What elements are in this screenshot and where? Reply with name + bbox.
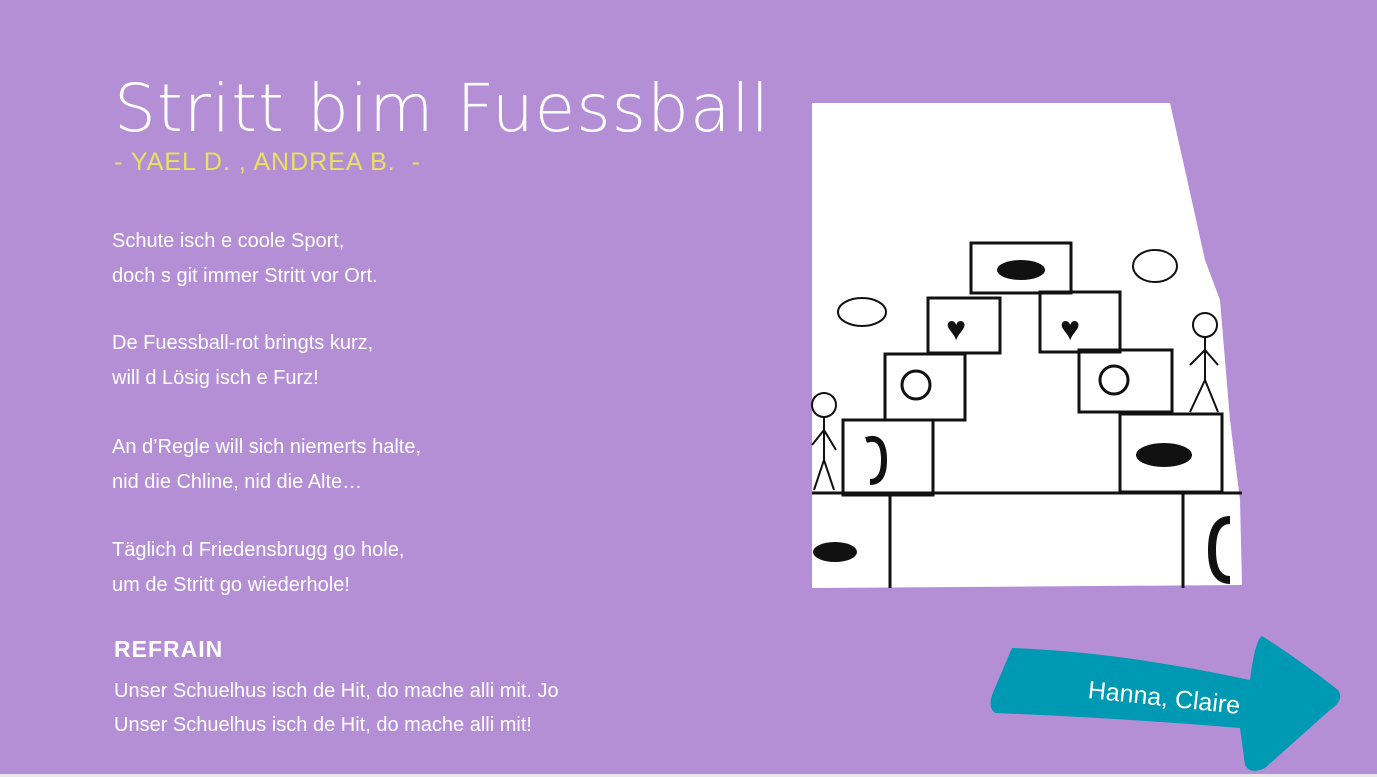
- lips-icon: [813, 542, 857, 562]
- lightbulb-icon: [1098, 364, 1130, 396]
- verse-line: An d’Regle will sich niemerts halte,: [112, 436, 422, 458]
- verse-line: nid die Chline, nid die Alte…: [112, 471, 363, 493]
- verse-3: An d’Regle will sich niemerts halte, nid…: [112, 430, 421, 500]
- heart-icon: ♥: [946, 310, 966, 348]
- lips-icon: [1136, 443, 1192, 467]
- stick-figure-left: [811, 297, 887, 491]
- ear-icon: [865, 436, 888, 485]
- peace-bridge-drawing: ♥ ♥: [811, 103, 1242, 588]
- handshake-icon: [997, 260, 1045, 280]
- page-title: Stritt bim Fuessball: [114, 70, 771, 147]
- refrain-heading: REFRAIN: [114, 636, 224, 662]
- verse-line: doch s git immer Stritt vor Ort.: [112, 265, 378, 287]
- verse-4: Täglich d Friedensbrugg go hole, um de S…: [112, 533, 404, 603]
- verse-line: Täglich d Friedensbrugg go hole,: [112, 539, 405, 561]
- heart-icon: ♥: [1060, 310, 1080, 348]
- lightbulb-icon: [900, 369, 932, 401]
- verse-line: um de Stritt go wiederhole!: [112, 574, 350, 596]
- authors: - YAEL D. , ANDREA B. -: [114, 148, 421, 176]
- verse-2: De Fuessball-rot bringts kurz, will d Lö…: [112, 326, 373, 396]
- verse-line: will d Lösig isch e Furz!: [112, 367, 319, 389]
- verse-1: Schute isch e coole Sport, doch s git im…: [112, 224, 378, 294]
- refrain-text: Unser Schuelhus isch de Hit, do mache al…: [114, 674, 559, 742]
- refrain-line: Unser Schuelhus isch de Hit, do mache al…: [114, 714, 532, 736]
- refrain-line: Unser Schuelhus isch de Hit, do mache al…: [114, 680, 559, 702]
- verse-line: De Fuessball-rot bringts kurz,: [112, 332, 374, 354]
- divider: [0, 774, 1377, 777]
- stick-figure-right: [1132, 249, 1219, 413]
- verse-line: Schute isch e coole Sport,: [112, 230, 345, 252]
- arrow-shape: [990, 636, 1341, 771]
- ear-icon: [1207, 516, 1231, 584]
